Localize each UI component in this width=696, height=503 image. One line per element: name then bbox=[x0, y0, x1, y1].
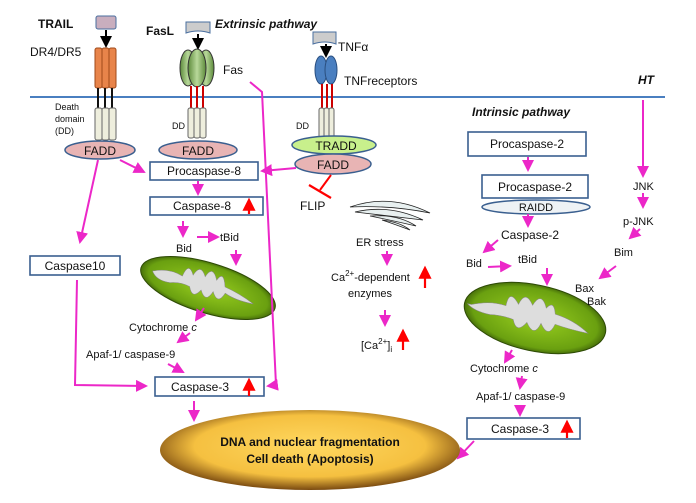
apaf-caspase9-label: Apaf-1/ caspase-9 bbox=[476, 391, 565, 403]
outcome-line2: Cell death (Apoptosis) bbox=[246, 452, 373, 466]
trail-label: TRAIL bbox=[38, 17, 73, 31]
apaf-caspase9-label: Apaf-1/ caspase-9 bbox=[86, 349, 175, 361]
fas-label: Fas bbox=[223, 63, 243, 77]
outcome-line1: DNA and nuclear fragmentation bbox=[220, 435, 400, 449]
caspase-3-box bbox=[154, 376, 265, 397]
death-domain-label: (DD) bbox=[55, 126, 74, 136]
procaspase-2-label: Procaspase-2 bbox=[498, 180, 572, 194]
endoplasmic-reticulum-icon bbox=[349, 200, 431, 231]
procaspase-8-label: Procaspase-8 bbox=[167, 164, 241, 178]
bim-label: Bim bbox=[614, 247, 633, 259]
tnf-receptors-label: TNFreceptors bbox=[344, 74, 417, 88]
dr4-dr5-label: DR4/DR5 bbox=[30, 45, 82, 59]
caspase10-box bbox=[29, 255, 121, 276]
tbid-label: tBid bbox=[518, 254, 537, 266]
mitochondrion bbox=[463, 281, 607, 355]
extrinsic-pathway-title: Extrinsic pathway bbox=[215, 17, 318, 31]
trail-ligand bbox=[95, 15, 117, 30]
inhibition-bar bbox=[308, 184, 332, 199]
raidd-node bbox=[481, 199, 591, 215]
caspase10-label: Caspase10 bbox=[45, 259, 106, 273]
raidd-label: RAIDD bbox=[519, 202, 553, 214]
er-stress-label: ER stress bbox=[356, 237, 404, 249]
cytochrome-c-label: Cytochrome c bbox=[470, 363, 538, 375]
caspase-3-box bbox=[466, 417, 581, 440]
fas-receptor bbox=[179, 48, 215, 139]
procaspase-8-box bbox=[149, 161, 259, 181]
mitochondrion bbox=[140, 256, 276, 320]
p-jnk-label: p-JNK bbox=[623, 216, 654, 228]
tradd-label: TRADD bbox=[315, 139, 357, 153]
dd-label: DD bbox=[172, 121, 185, 131]
bid-label: Bid bbox=[176, 243, 192, 255]
tbid-label: tBid bbox=[220, 232, 239, 244]
ht-label: HT bbox=[638, 73, 656, 87]
death-domain-label: Death bbox=[55, 102, 79, 112]
fadd-label: FADD bbox=[182, 144, 214, 158]
fadd-node bbox=[64, 140, 136, 160]
ca-dependent-label: Ca2+-dependent bbox=[331, 269, 410, 284]
tnf-ligand bbox=[312, 31, 337, 45]
caspase-3-label: Caspase-3 bbox=[491, 422, 549, 436]
caspase-8-box bbox=[149, 196, 264, 216]
dr4-dr5-receptor bbox=[94, 47, 117, 141]
bid-label: Bid bbox=[466, 258, 482, 270]
fasl-label: FasL bbox=[146, 24, 174, 38]
caspase-3-label: Caspase-3 bbox=[171, 380, 229, 394]
caspase-8-label: Caspase-8 bbox=[173, 199, 231, 213]
jnk-label: JNK bbox=[633, 181, 654, 193]
fasl-ligand bbox=[185, 21, 211, 34]
flip-label: FLIP bbox=[300, 199, 325, 213]
caspase-2-label: Caspase-2 bbox=[501, 228, 559, 242]
fadd-node bbox=[158, 140, 238, 160]
calcium-level-label: [Ca2+]i bbox=[361, 337, 392, 354]
intrinsic-pathway-title: Intrinsic pathway bbox=[472, 105, 571, 119]
fadd-label: FADD bbox=[84, 144, 116, 158]
procaspase-2-box bbox=[467, 131, 587, 157]
apoptosis-outcome-node bbox=[160, 410, 460, 490]
fadd-node bbox=[294, 153, 372, 175]
procaspase-2-label: Procaspase-2 bbox=[490, 137, 564, 151]
bax-label: Bax bbox=[575, 283, 594, 295]
tnf-receptor bbox=[314, 55, 338, 139]
dd-label: DD bbox=[296, 121, 309, 131]
cytochrome-c-label: Cytochrome c bbox=[129, 322, 197, 334]
death-domain-label: domain bbox=[55, 114, 85, 124]
enzymes-label: enzymes bbox=[348, 288, 393, 300]
bak-label: Bak bbox=[587, 296, 606, 308]
procaspase-2-box bbox=[481, 174, 589, 199]
tnf-alpha-label: TNFα bbox=[338, 40, 368, 54]
fadd-label: FADD bbox=[317, 158, 349, 172]
